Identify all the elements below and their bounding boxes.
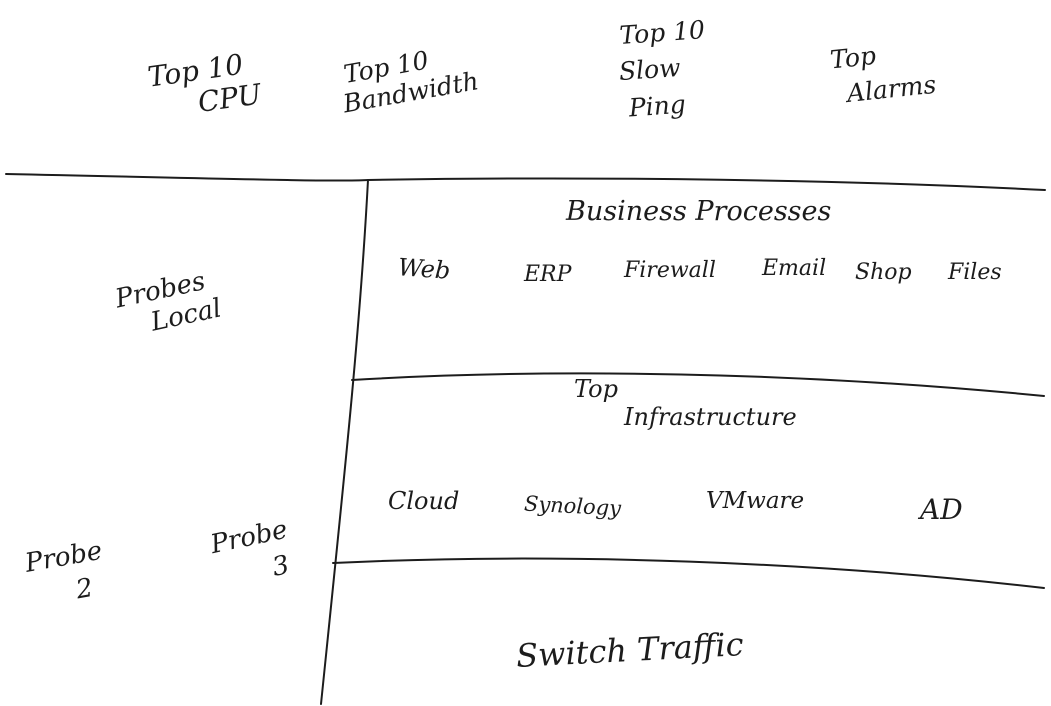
infra-item-vmware: VMware — [706, 488, 805, 514]
probe-2-label: Probe 2 — [22, 534, 111, 617]
business-item-erp: ERP — [524, 262, 572, 287]
business-item-web: Web — [397, 253, 452, 285]
infra-item-ad: AD — [920, 493, 963, 526]
widget-line: Top 10 — [618, 15, 706, 50]
business-item-firewall: Firewall — [624, 258, 716, 283]
header-divider-line — [5, 173, 1046, 191]
infra-item-synology: Synology — [523, 491, 622, 521]
top-alarms-widget: Top Alarms — [812, 32, 938, 114]
business-item-email: Email — [762, 256, 827, 281]
widget-line: Ping — [627, 89, 687, 123]
business-item-files: Files — [948, 260, 1002, 285]
infra-switch-divider-line — [332, 557, 1045, 589]
vertical-divider-line — [320, 179, 369, 705]
business-item-shop: Shop — [855, 260, 912, 285]
infra-title-line: Top — [574, 375, 618, 403]
infra-title-line: Infrastructure — [624, 402, 797, 431]
top-infrastructure-title: Top Infrastructure — [574, 375, 797, 431]
business-infra-divider-line — [351, 372, 1045, 397]
infra-item-cloud: Cloud — [388, 487, 460, 515]
top-10-slow-ping-widget: Top 10 Slow Ping — [588, 12, 711, 129]
business-processes-title: Business Processes — [566, 196, 832, 227]
